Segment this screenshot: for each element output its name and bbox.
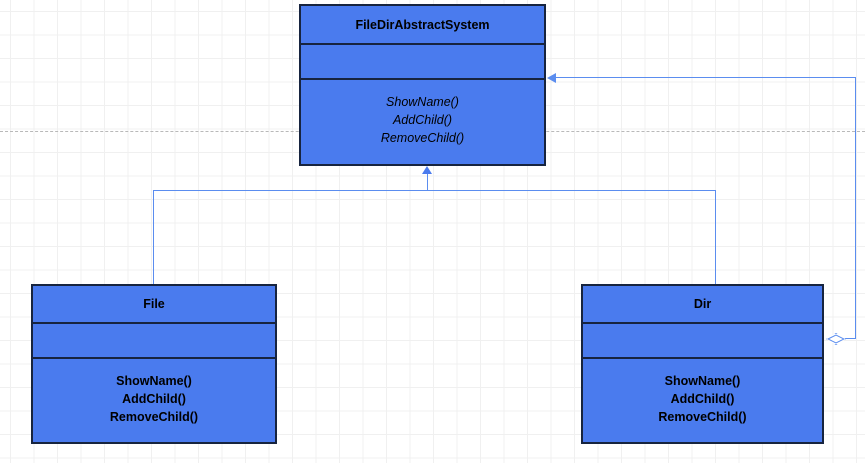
class-attributes-dir [583, 324, 822, 359]
class-operations-dir: ShowName() AddChild() RemoveChild() [583, 359, 822, 442]
class-name-dir: Dir [583, 286, 822, 324]
generalization-drop-to-file[interactable] [153, 190, 154, 285]
class-operations-filedirabstractsystem: ShowName() AddChild() RemoveChild() [301, 80, 544, 164]
generalization-arrowhead-icon [422, 166, 432, 174]
class-attributes-filedirabstractsystem [301, 45, 544, 80]
operation-removechild: RemoveChild() [658, 409, 747, 424]
class-box-filedirabstractsystem[interactable]: FileDirAbstractSystem ShowName() AddChil… [299, 4, 546, 166]
operation-showname: ShowName() [386, 95, 459, 109]
operation-addchild: AddChild() [670, 391, 735, 406]
class-name-filedirabstractsystem: FileDirAbstractSystem [301, 6, 544, 45]
operation-addchild: AddChild() [122, 391, 186, 406]
aggregation-diamond-icon [826, 333, 846, 345]
generalization-drop-to-dir[interactable] [715, 190, 716, 285]
aggregation-segment-from-dir[interactable] [843, 338, 855, 339]
diamond-shape-icon [827, 334, 845, 344]
aggregation-segment-vertical[interactable] [855, 77, 856, 339]
operation-showname: ShowName() [116, 373, 192, 388]
operation-addchild: AddChild() [392, 113, 453, 127]
operation-showname: ShowName() [664, 373, 741, 388]
class-box-dir[interactable]: Dir ShowName() AddChild() RemoveChild() [581, 284, 824, 444]
operation-removechild: RemoveChild() [380, 131, 465, 145]
operation-removechild: RemoveChild() [109, 409, 199, 424]
generalization-horizontal-bar[interactable] [153, 190, 716, 191]
class-name-file: File [33, 286, 275, 324]
class-box-file[interactable]: File ShowName() AddChild() RemoveChild() [31, 284, 277, 444]
aggregation-arrowhead-icon [547, 73, 556, 83]
class-operations-file: ShowName() AddChild() RemoveChild() [33, 359, 275, 442]
aggregation-segment-to-abstract[interactable] [556, 77, 855, 78]
class-attributes-file [33, 324, 275, 359]
generalization-stem-to-abstract[interactable] [427, 174, 428, 191]
